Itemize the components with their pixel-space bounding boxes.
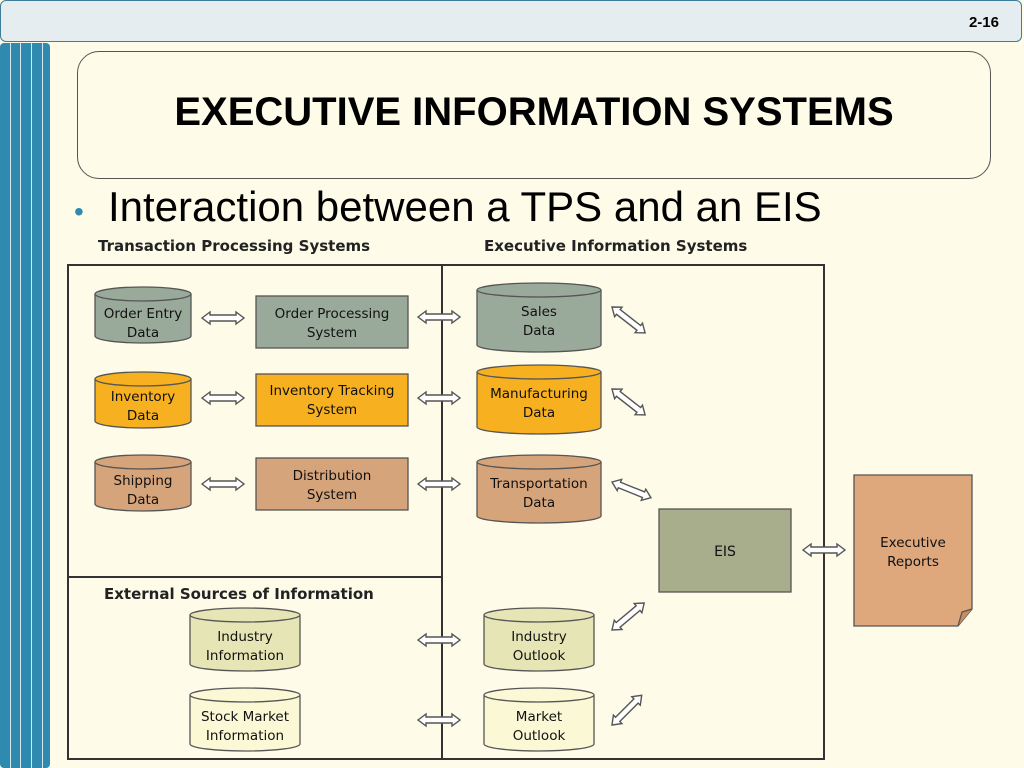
svg-text:Data: Data (523, 323, 555, 339)
industry-link-arrow-icon (417, 633, 461, 647)
distribution-system-box: Distribution System (255, 457, 409, 511)
slide-header-bar: 2-16 (0, 0, 1022, 42)
transportation-link-arrow-icon (417, 477, 461, 491)
manufacturing-data-cylinder: Manufacturing Data (476, 364, 602, 435)
order-processing-system-box: Order Processing System (255, 295, 409, 349)
sales-link-arrow-icon (417, 310, 461, 324)
tps-section-label: Transaction Processing Systems (98, 237, 370, 255)
stock-market-information-cylinder: Stock Market Information (189, 687, 301, 752)
svg-text:Order Processing: Order Processing (275, 306, 390, 322)
svg-text:System: System (307, 487, 357, 503)
industry-information-cylinder: Industry Information (189, 607, 301, 672)
svg-text:Outlook: Outlook (513, 728, 566, 744)
market-to-eis-arrow-icon (607, 690, 647, 730)
inventory-data-cylinder: Inventory Data (94, 371, 192, 429)
transportation-data-cylinder: Transportation Data (476, 454, 602, 524)
sales-to-eis-arrow-icon (607, 301, 650, 339)
svg-text:Outlook: Outlook (513, 648, 566, 664)
inventory-arrow-icon (201, 391, 245, 405)
eis-section-label: Executive Information Systems (484, 237, 747, 255)
svg-text:Transportation: Transportation (489, 476, 587, 492)
svg-text:Sales: Sales (521, 304, 557, 320)
sales-data-cylinder: Sales Data (476, 282, 602, 353)
slide-title: EXECUTIVE INFORMATION SYSTEMS (174, 90, 894, 134)
page-number: 2-16 (968, 14, 999, 31)
inventory-tracking-system-box: Inventory Tracking System (255, 373, 409, 427)
eis-box: EIS (658, 508, 792, 593)
svg-text:EIS: EIS (714, 544, 736, 560)
svg-text:Inventory Tracking: Inventory Tracking (270, 383, 395, 399)
svg-text:System: System (307, 325, 357, 341)
order-entry-data-cylinder: Order Entry Data (94, 286, 192, 344)
svg-text:Data: Data (127, 492, 159, 508)
shipping-data-cylinder: Shipping Data (94, 454, 192, 512)
svg-text:Order Entry: Order Entry (104, 306, 183, 322)
industry-outlook-cylinder: Industry Outlook (483, 607, 595, 672)
executive-reports-document: Executive Reports (853, 474, 973, 627)
svg-text:Reports: Reports (887, 554, 939, 570)
svg-text:Executive: Executive (880, 535, 946, 551)
svg-text:Data: Data (523, 495, 555, 511)
svg-text:Market: Market (516, 709, 562, 725)
svg-text:Information: Information (206, 728, 284, 744)
transportation-to-eis-arrow-icon (609, 475, 654, 504)
market-outlook-cylinder: Market Outlook (483, 687, 595, 752)
decorative-sidebar (0, 43, 50, 768)
svg-text:Information: Information (206, 648, 284, 664)
svg-text:Data: Data (523, 405, 555, 421)
svg-text:Data: Data (127, 325, 159, 341)
svg-text:Manufacturing: Manufacturing (490, 386, 588, 402)
industry-to-eis-arrow-icon (607, 597, 649, 636)
svg-text:Distribution: Distribution (293, 468, 372, 484)
title-box: EXECUTIVE INFORMATION SYSTEMS (77, 51, 991, 179)
svg-text:Inventory: Inventory (111, 389, 175, 405)
shipping-arrow-icon (201, 477, 245, 491)
svg-text:Stock Market: Stock Market (201, 709, 289, 725)
eis-frame (441, 264, 825, 760)
bullet-icon: • (74, 196, 84, 227)
bullet-text: Interaction between a TPS and an EIS (108, 183, 822, 230)
market-link-arrow-icon (417, 713, 461, 727)
external-section-label: External Sources of Information (104, 585, 374, 603)
svg-text:Shipping: Shipping (114, 473, 173, 489)
svg-text:Industry: Industry (511, 629, 567, 645)
svg-text:Data: Data (127, 408, 159, 424)
manufacturing-to-eis-arrow-icon (607, 383, 650, 421)
svg-text:Industry: Industry (217, 629, 273, 645)
manufacturing-link-arrow-icon (417, 391, 461, 405)
order-arrow-icon (201, 311, 245, 325)
svg-text:System: System (307, 402, 357, 418)
